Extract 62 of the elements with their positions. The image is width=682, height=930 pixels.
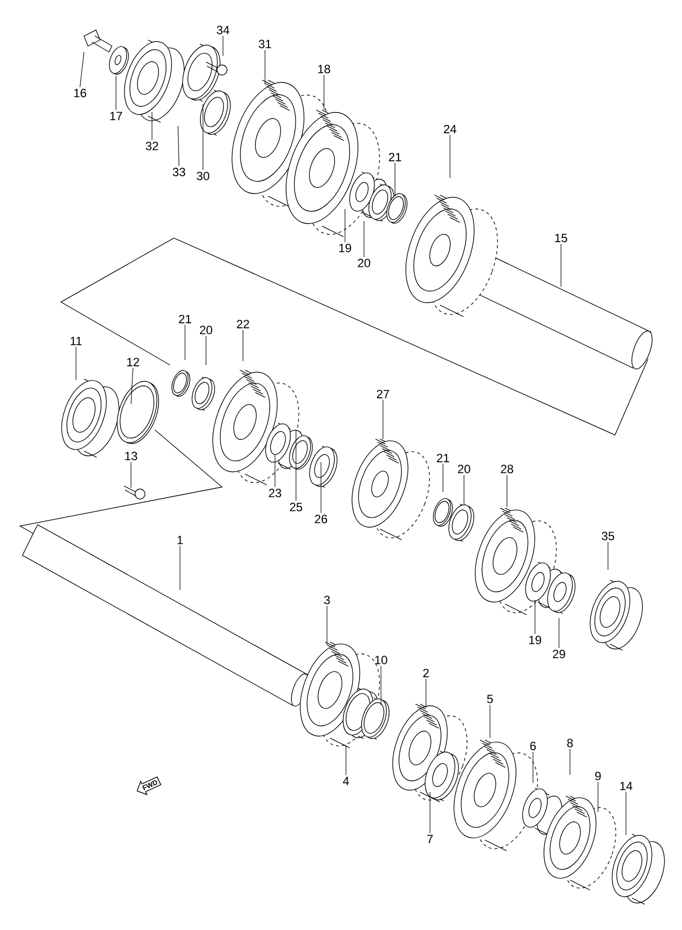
callout-number: 30 xyxy=(196,172,210,180)
leader-line xyxy=(442,464,444,492)
callout-number: 27 xyxy=(376,390,390,398)
callout-number: 6 xyxy=(530,742,536,750)
leader-line xyxy=(80,52,84,88)
leader-line xyxy=(344,208,346,242)
callout-number: 14 xyxy=(620,782,632,790)
callout-number: 4 xyxy=(342,776,349,786)
callout-number: 16 xyxy=(74,88,86,98)
callout-number: 19 xyxy=(529,636,542,644)
leader-line xyxy=(264,50,266,84)
leader-line xyxy=(560,244,562,288)
callout-number: 24 xyxy=(444,124,456,134)
leader-line xyxy=(326,606,328,646)
callout-number: 11 xyxy=(70,336,82,346)
leader-line xyxy=(178,126,180,166)
callout-number: 19 xyxy=(339,244,352,252)
callout-number: 35 xyxy=(602,532,614,540)
leader-line xyxy=(532,752,534,784)
leader-line xyxy=(130,368,134,404)
callout-number: 3 xyxy=(324,596,330,604)
callout-number: 12 xyxy=(127,358,140,366)
callout-number: 34 xyxy=(216,26,230,34)
leader-line xyxy=(130,462,132,488)
callout-number: 22 xyxy=(236,320,250,328)
callout-number: 28 xyxy=(500,464,514,474)
callout-number: 31 xyxy=(258,40,272,48)
callout-number: 1 xyxy=(178,536,183,544)
callout-number: 20 xyxy=(458,464,470,474)
callout-number: 9 xyxy=(595,772,601,780)
callout-number: 21 xyxy=(388,152,402,162)
callout-number: 20 xyxy=(358,258,370,268)
leader-line xyxy=(506,474,508,508)
callout-number: 10 xyxy=(375,656,388,664)
leader-line xyxy=(320,462,322,514)
leader-line xyxy=(558,618,560,648)
callout-number: 8 xyxy=(567,738,573,748)
leader-line xyxy=(380,666,382,706)
callout-number: 17 xyxy=(110,112,122,120)
callout-number: 13 xyxy=(125,452,138,460)
leader-line xyxy=(274,454,276,488)
leader-line xyxy=(242,330,244,362)
callout-number: 32 xyxy=(146,142,158,150)
leader-line xyxy=(382,400,384,440)
callout-number: 26 xyxy=(314,514,328,524)
leader-line xyxy=(394,162,396,196)
leader-line xyxy=(202,104,204,170)
callout-number: 33 xyxy=(172,168,186,176)
callout-number: 23 xyxy=(268,488,282,498)
callout-number: 7 xyxy=(427,834,433,844)
leader-line xyxy=(222,36,224,56)
callout-number: 29 xyxy=(552,650,566,658)
callout-number: 21 xyxy=(178,314,192,324)
callout-number: 2 xyxy=(423,668,429,678)
leader-line xyxy=(184,324,186,360)
callout-number: 21 xyxy=(436,454,450,462)
callout-number: 15 xyxy=(555,234,568,242)
callout-number: 5 xyxy=(487,694,493,704)
leader-line xyxy=(534,600,536,634)
callout-number: 18 xyxy=(318,64,330,74)
callout-number: 20 xyxy=(200,326,212,334)
callout-number: 25 xyxy=(290,502,302,512)
